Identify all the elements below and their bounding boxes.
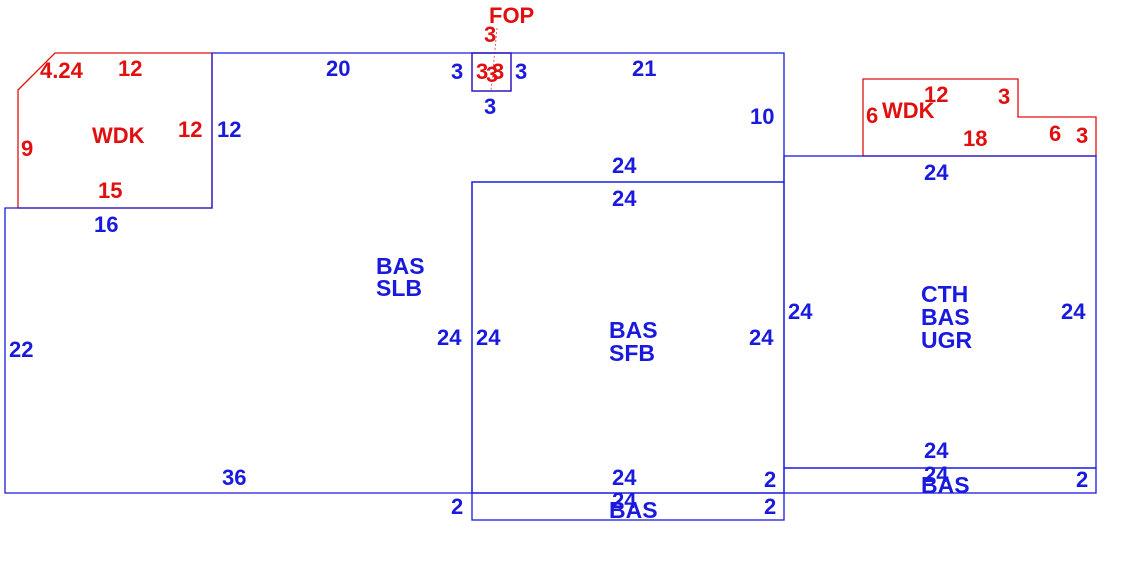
dim-wdk-right-left: 6: [866, 103, 878, 128]
dim-mid-top-outer: 24: [612, 153, 637, 178]
dim-right-top: 24: [924, 160, 949, 185]
dim-wdk-left-top: 12: [118, 56, 142, 81]
dim-fop-bottom: 3: [484, 94, 496, 119]
dim-fop-top-c: 3: [486, 62, 498, 87]
dim-wdk-left-bottom: 15: [98, 178, 122, 203]
dim-wdk-right-side-a: 6: [1049, 121, 1061, 146]
dim-wdk-right-top: 12: [924, 82, 948, 107]
right-area-code-2: BAS: [921, 304, 970, 330]
dim-main-notch-bottom: 16: [94, 212, 118, 237]
dim-right-left: 24: [788, 299, 813, 324]
middle-area-code: BAS: [609, 317, 658, 343]
dim-mid-small-right: 2: [764, 467, 776, 492]
porch-code: FOP: [489, 3, 534, 28]
bottom-right-strip-outline: [783, 467, 1097, 494]
dim-fop-right: 3: [515, 59, 527, 84]
deck-right-code: WDK: [882, 98, 935, 123]
right-area-code-3: UGR: [921, 327, 973, 353]
dim-mid-bottom: 24: [612, 465, 637, 490]
dim-fop-left: 3: [451, 59, 463, 84]
dim-br-bottom: 24: [924, 462, 949, 487]
dim-wdk-right-bottom: 18: [963, 126, 987, 151]
dim-bl-right: 2: [764, 494, 776, 519]
dim-right-bottom: 24: [924, 438, 949, 463]
dim-wdk-right-step: 3: [998, 84, 1010, 109]
dim-main-top-right: 21: [632, 56, 656, 81]
dim-br-right: 2: [1076, 467, 1088, 492]
porch-frame: [471, 52, 512, 92]
dim-main-left: 22: [9, 337, 33, 362]
dim-wdk-left-right: 12: [178, 117, 202, 142]
dim-right-right: 24: [1061, 299, 1086, 324]
dim-fop-top-a: 3: [484, 22, 496, 47]
dim-main-inner-right: 24: [437, 325, 462, 350]
dim-main-top-left: 20: [326, 56, 350, 81]
dim-fop-top-b: 3: [476, 59, 488, 84]
porch-leader-line: [490, 27, 498, 92]
dim-bl-bottom: 24: [612, 488, 637, 513]
deck-left-code: WDK: [92, 123, 145, 148]
dim-bl-left: 2: [451, 494, 463, 519]
dim-mid-right: 24: [749, 325, 774, 350]
main-area-subcode: SLB: [376, 275, 422, 301]
dim-wdk-right-side-b: 3: [1076, 123, 1088, 148]
dim-main-notch-side: 12: [217, 117, 241, 142]
dim-mid-top-inner: 24: [612, 186, 637, 211]
bottom-left-area-code: BAS: [609, 497, 658, 523]
right-area-code-1: CTH: [921, 281, 968, 307]
middle-area-subcode: SFB: [609, 340, 655, 366]
dim-wdk-left-left: 9: [21, 136, 33, 161]
dim-main-bottom: 36: [222, 465, 246, 490]
dim-main-right-upper: 10: [750, 104, 774, 129]
dim-wdk-left-diagonal: 4.24: [40, 58, 84, 83]
main-area-code: BAS: [376, 253, 425, 279]
dim-mid-left: 24: [476, 325, 501, 350]
bottom-right-area-code: BAS: [921, 472, 970, 498]
bottom-left-strip-outline: [471, 492, 785, 521]
dim-fop-top-d: 3: [492, 59, 504, 84]
